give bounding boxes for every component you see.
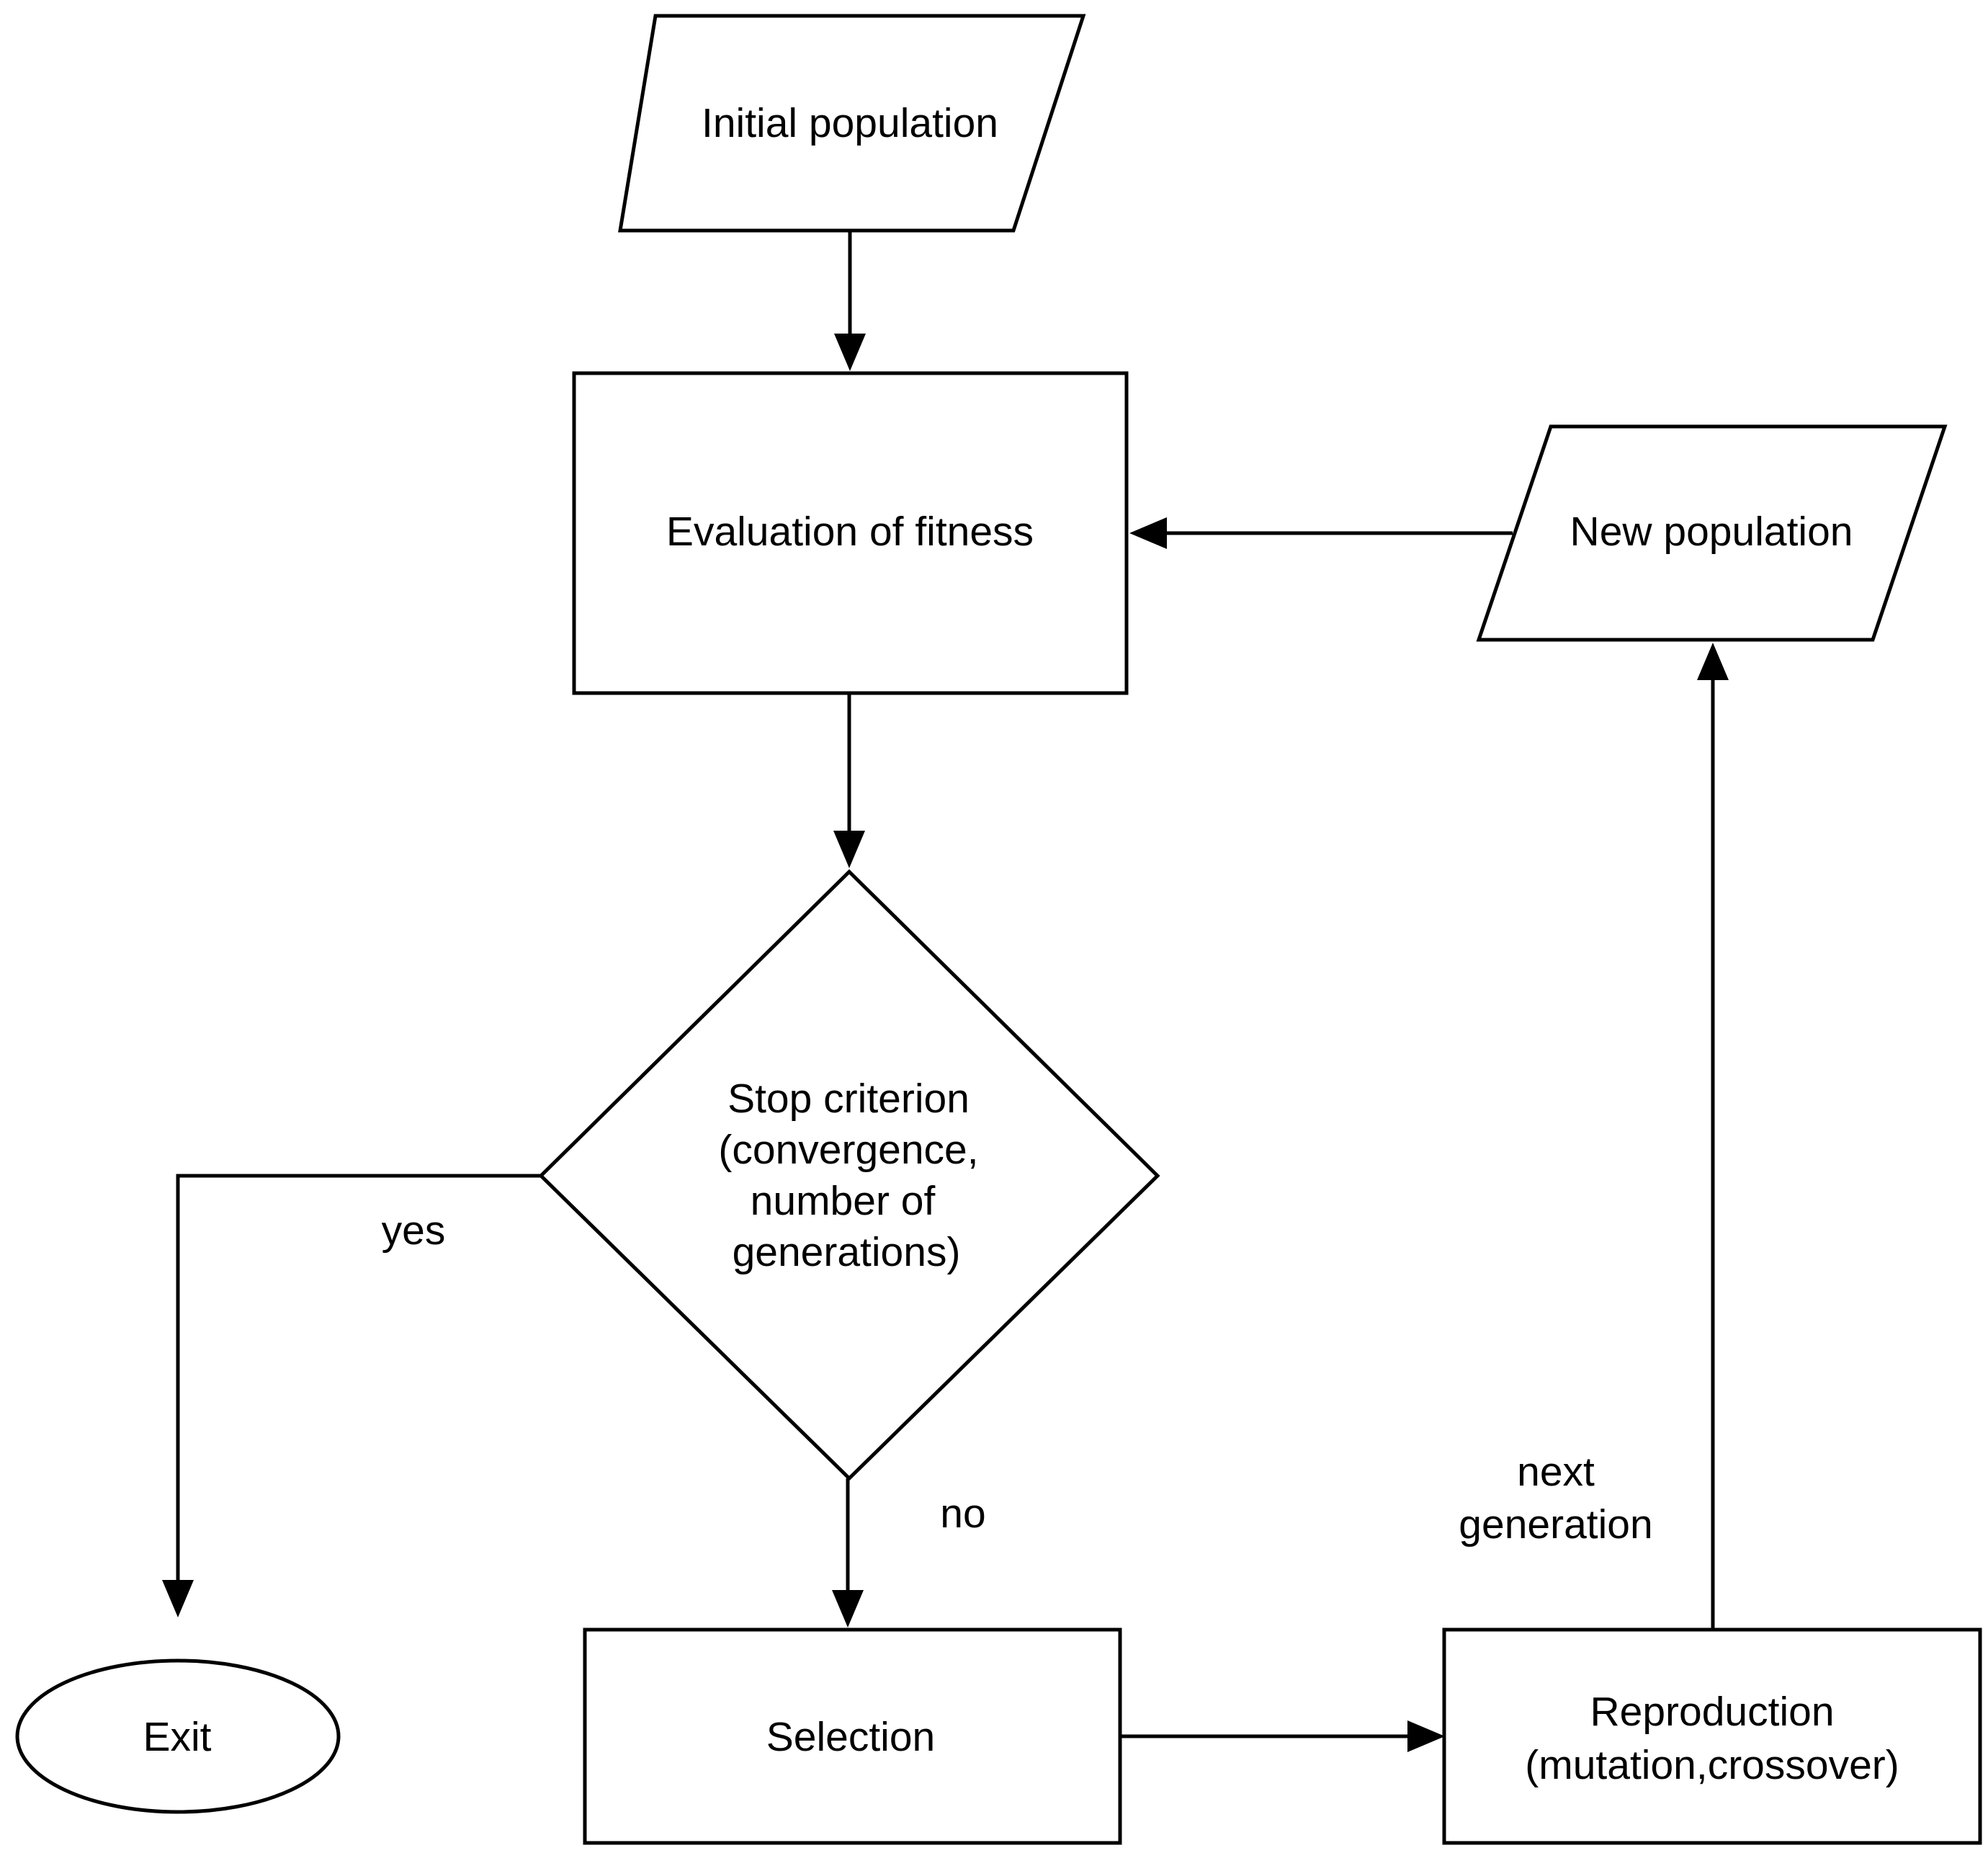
reproduction-line-2: (mutation,crossover) xyxy=(1525,1742,1899,1788)
node-new-population: New population xyxy=(1476,424,1948,642)
new-population-label: New population xyxy=(1570,509,1853,555)
stop-criterion-line-4: generations) xyxy=(733,1229,961,1275)
reproduction-line-1: Reproduction xyxy=(1590,1689,1834,1735)
rectangle-shape xyxy=(583,1627,1122,1845)
selection-label: Selection xyxy=(766,1714,936,1760)
edge-stop-to-exit xyxy=(176,1174,541,1584)
node-stop-criterion: Stop criterion (convergence, number of g… xyxy=(538,869,1160,1481)
stop-criterion-line-2: (convergence, xyxy=(718,1127,978,1173)
stop-criterion-line-3: number of xyxy=(751,1178,936,1224)
node-reproduction: Reproduction (mutation,crossover) xyxy=(1442,1627,1982,1845)
edge-label-generation: generation xyxy=(1459,1501,1652,1548)
arrowhead-stop-top xyxy=(833,831,865,868)
stop-criterion-line-1: Stop criterion xyxy=(727,1076,970,1122)
arrowhead-selection-top xyxy=(832,1590,864,1627)
rectangle-shape xyxy=(1442,1627,1982,1845)
exit-label: Exit xyxy=(143,1714,211,1760)
arrowhead-new-population-bottom xyxy=(1697,643,1729,680)
arrowhead-exit-top xyxy=(162,1580,194,1617)
ellipse-shape xyxy=(15,1658,341,1814)
node-selection: Selection xyxy=(583,1627,1122,1845)
rectangle-shape xyxy=(572,371,1129,695)
parallelogram-shape xyxy=(618,14,1086,233)
diamond-shape xyxy=(538,869,1160,1481)
arrowhead-evaluation-right xyxy=(1129,517,1167,549)
node-evaluation-of-fitness: Evaluation of fitness xyxy=(572,371,1129,695)
evaluation-label: Evaluation of fitness xyxy=(666,509,1034,555)
edge-label-next: next xyxy=(1517,1449,1595,1495)
initial-population-label: Initial population xyxy=(702,100,998,146)
arrowhead-evaluation-top xyxy=(834,334,866,371)
edge-label-no: no xyxy=(940,1491,985,1537)
edge-label-yes: yes xyxy=(382,1207,446,1254)
node-initial-population: Initial population xyxy=(618,14,1086,233)
node-exit: Exit xyxy=(15,1658,341,1814)
arrowhead-reproduction-left xyxy=(1407,1720,1445,1752)
parallelogram-shape xyxy=(1476,424,1948,642)
